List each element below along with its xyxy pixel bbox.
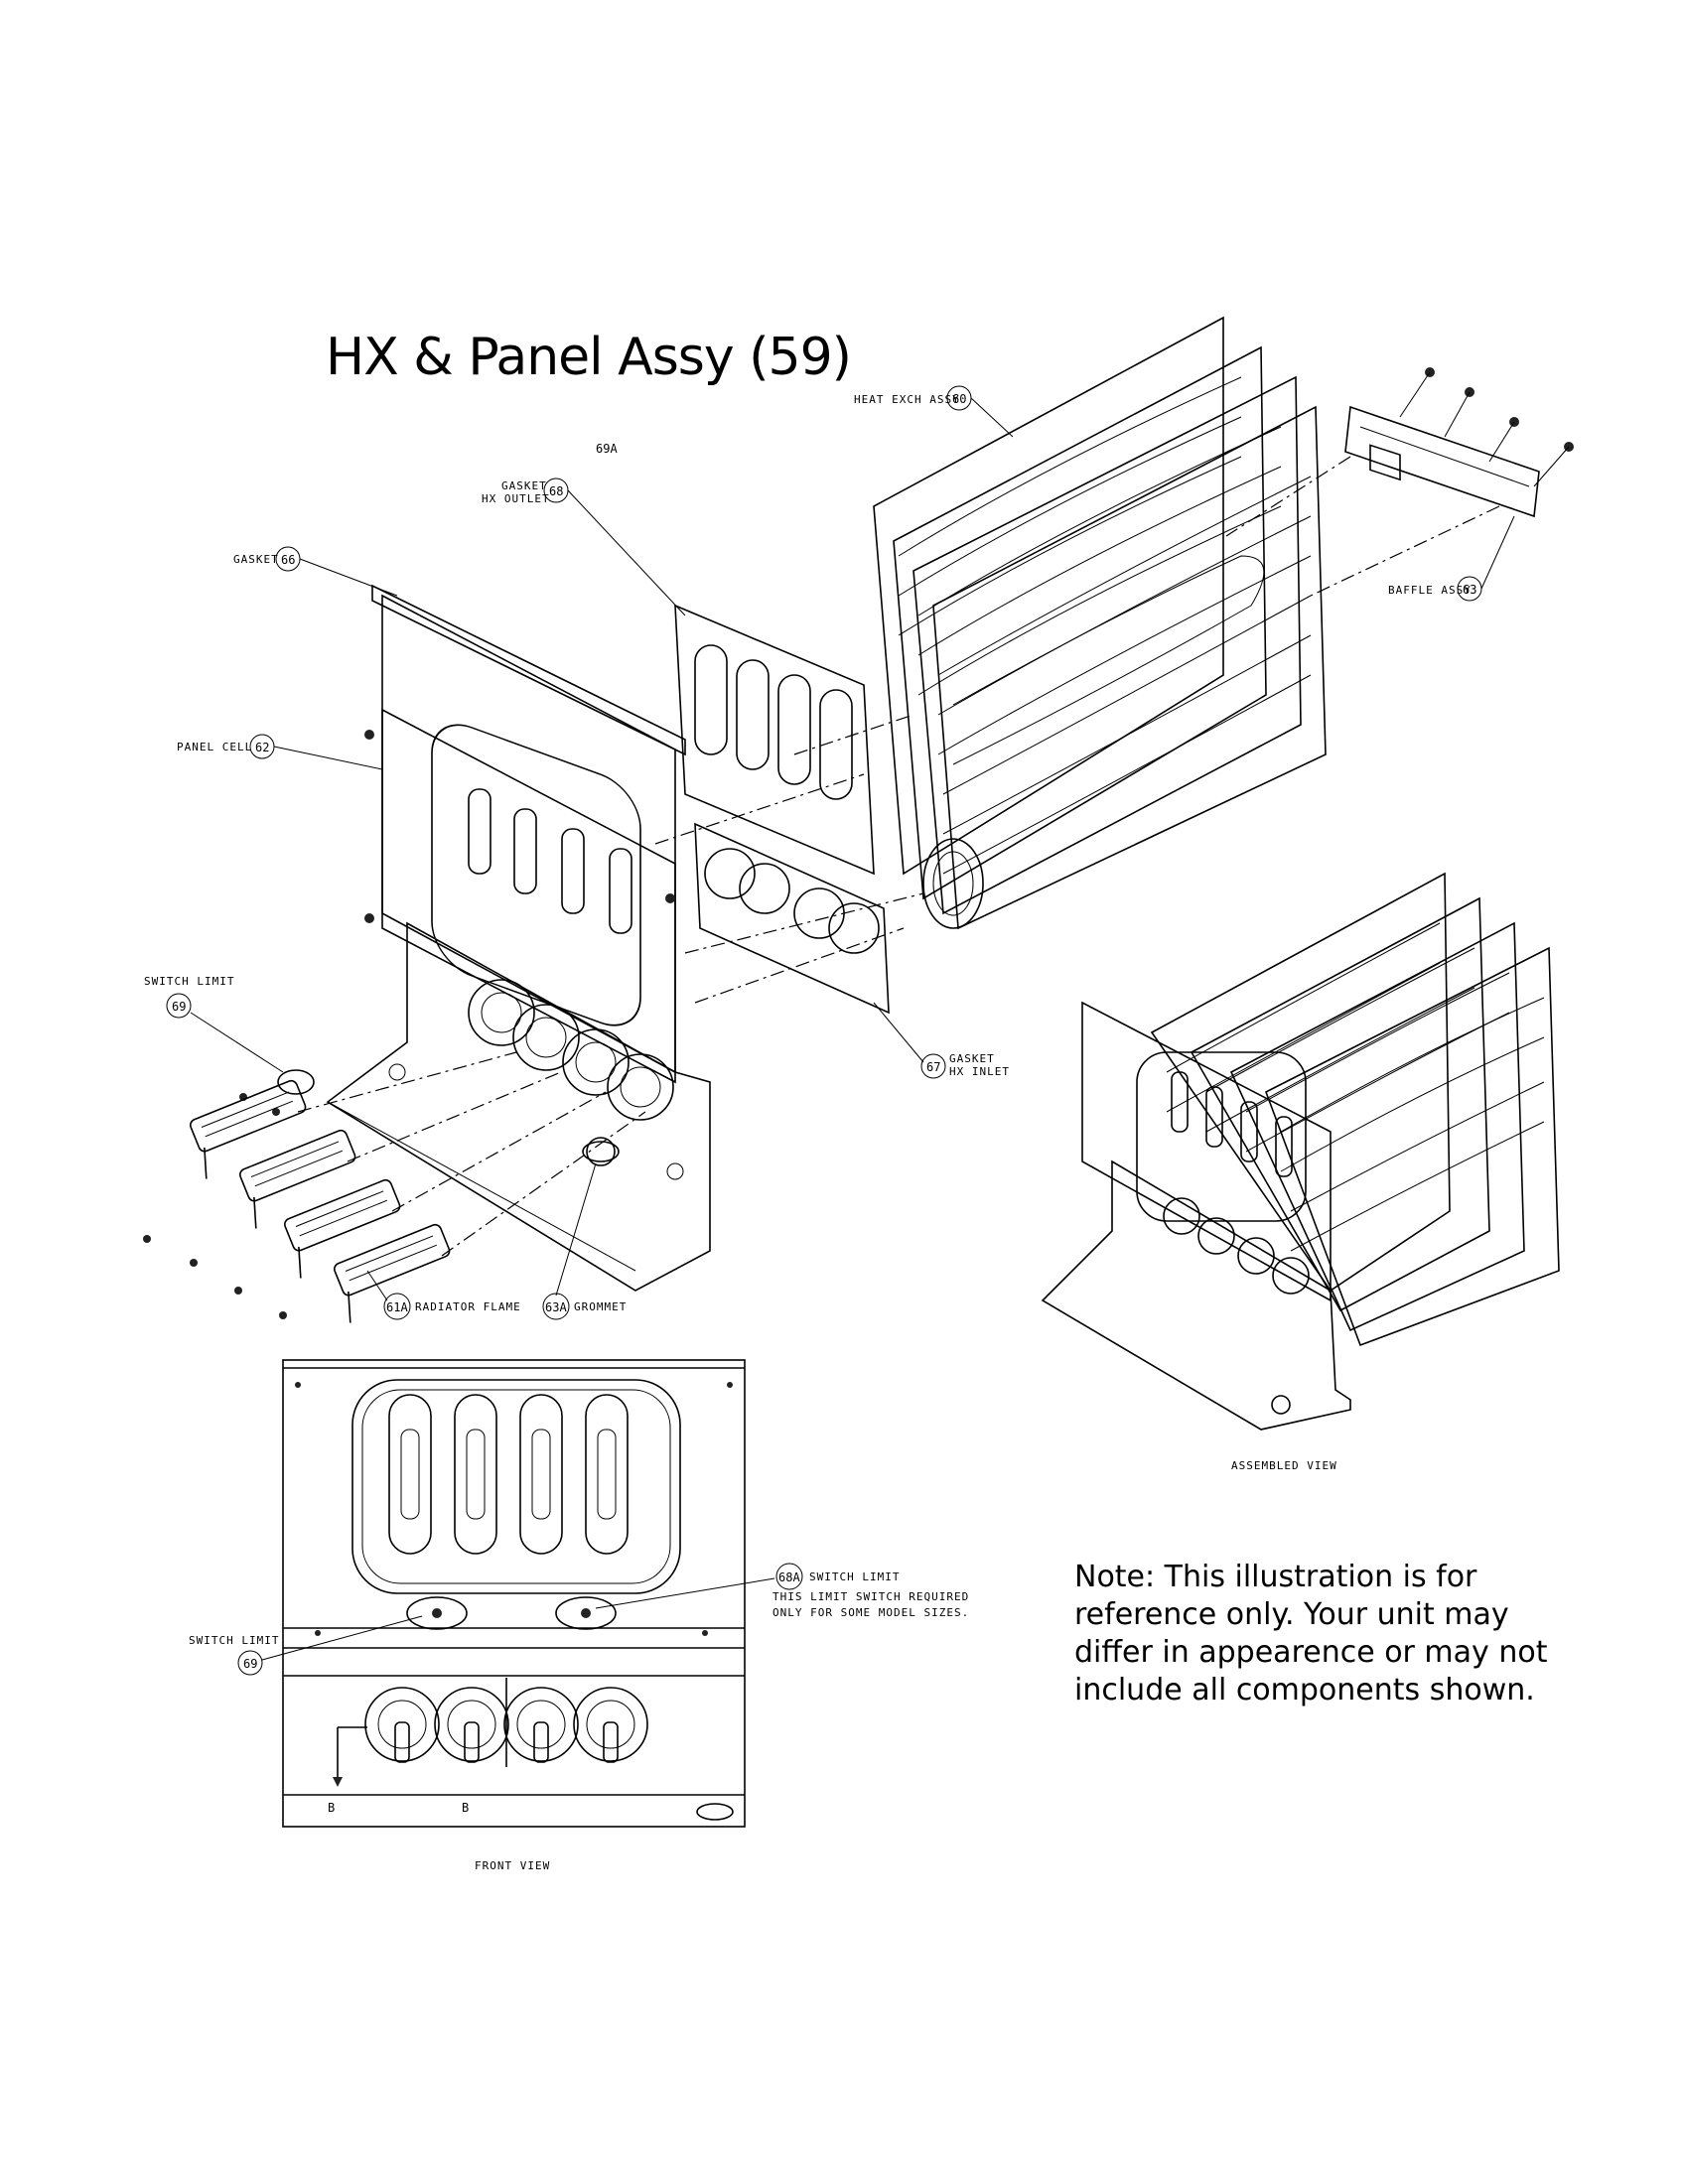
front-view-label: FRONT VIEW (475, 1859, 550, 1872)
baffle-num: 63 (1463, 583, 1476, 597)
grommet-label: GROMMET (574, 1300, 627, 1313)
grommet (582, 1141, 620, 1162)
switch-limit-68a-num: 68A (778, 1570, 800, 1584)
section-mark-center: B (462, 1801, 469, 1815)
gasket-inlet-label-1: GASKET (949, 1052, 995, 1065)
switch-limit-front-num: 69 (243, 1657, 257, 1671)
heat-exch-num: 60 (952, 392, 966, 406)
radiator-flame-num: 61A (386, 1300, 408, 1314)
gasket-strip (371, 584, 686, 756)
gasket-hx-inlet (694, 822, 890, 1015)
page-title: HX & Panel Assy (59) (326, 328, 852, 387)
reference-note: Note: This illustration is for reference… (1074, 1560, 1548, 1707)
switch-limit-front-label: SWITCH LIMIT (189, 1634, 279, 1647)
switch-limit-upper-label: SWITCH LIMIT (144, 975, 234, 988)
assembled-view (1041, 872, 1560, 1431)
gasket-hx-outlet (674, 604, 875, 876)
switch-limit-upper (277, 1069, 315, 1095)
radiator-flames (143, 1079, 451, 1323)
panel-cell-num: 62 (255, 741, 269, 754)
section-mark-left: B (328, 1801, 335, 1815)
gasket-outlet-label-1: GASKET (501, 479, 547, 492)
switch-limit-68a-note-2: ONLY FOR SOME MODEL SIZES. (772, 1606, 969, 1619)
grommet-num: 63A (545, 1300, 567, 1314)
front-view (282, 1359, 746, 1828)
heat-exch-label: HEAT EXCH ASSY (854, 393, 960, 406)
switch-limit-68a-label: SWITCH LIMIT (809, 1570, 900, 1583)
heat-exchanger-assy (873, 316, 1327, 930)
baffle-assy (1344, 367, 1574, 518)
panel-cell (326, 594, 711, 1292)
baffle-label: BAFFLE ASSY (1388, 584, 1472, 597)
assembled-view-label: ASSEMBLED VIEW (1231, 1459, 1337, 1472)
panel-cell-label: PANEL CELL (177, 741, 252, 753)
gasket-top-num: 66 (281, 553, 295, 567)
gasket-top-label: GASKET (233, 553, 279, 566)
radiator-flame-label: RADIATOR FLAME (415, 1300, 521, 1313)
gasket-inlet-label-2: HX INLET (949, 1065, 1010, 1078)
switch-limit-upper-num: 69 (172, 1000, 186, 1014)
switch-limit-68a-note-1: THIS LIMIT SWITCH REQUIRED (772, 1590, 969, 1603)
ref-69a: 69A (596, 442, 618, 456)
gasket-inlet-num: 67 (926, 1060, 940, 1074)
gasket-outlet-label-2: HX OUTLET (482, 492, 550, 505)
gasket-outlet-num: 68 (549, 484, 563, 498)
